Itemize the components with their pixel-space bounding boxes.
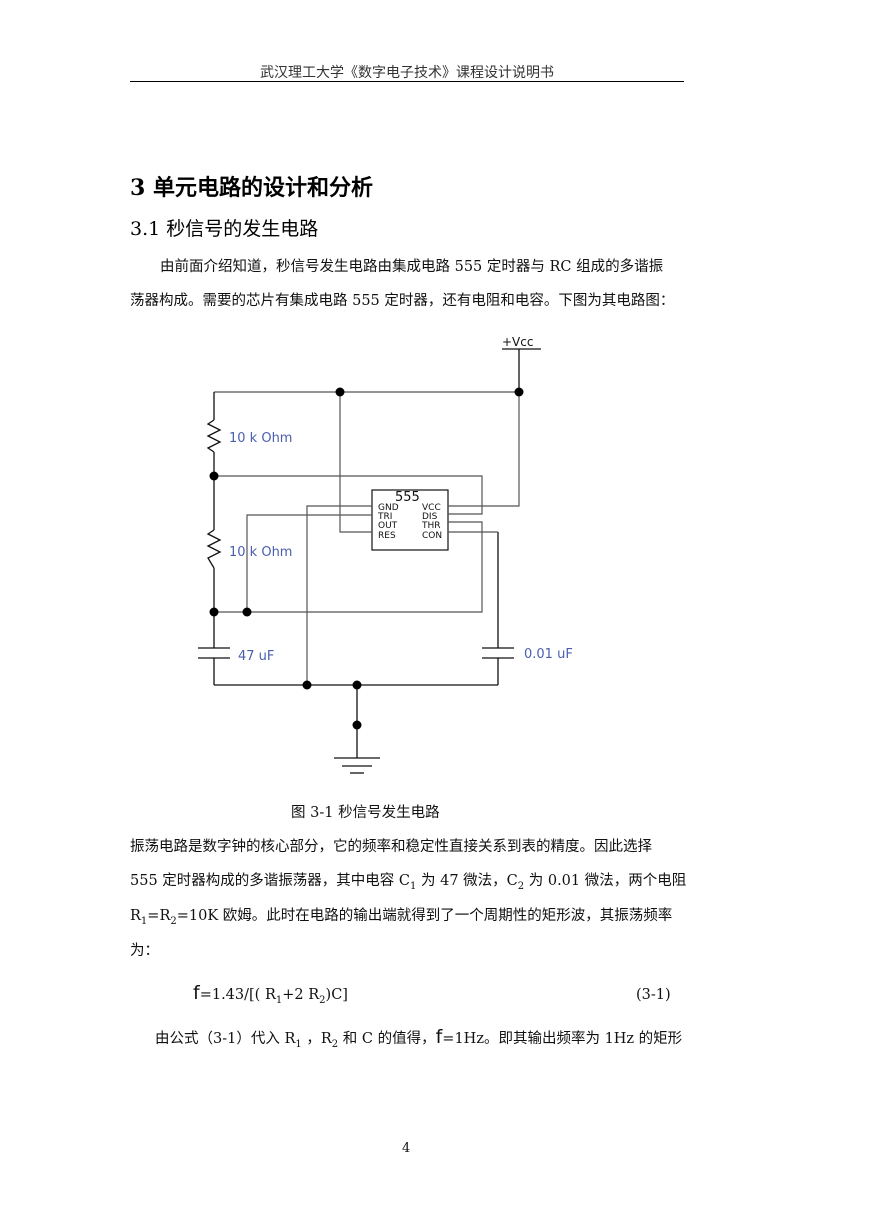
pin-dis: DIS	[422, 512, 438, 522]
junction-node	[209, 471, 219, 481]
junction-node	[242, 607, 252, 617]
pin-gnd: GND	[378, 503, 399, 513]
r2-label: 10 k Ohm	[229, 545, 292, 560]
pin-thr: THR	[421, 521, 441, 531]
chapter-heading: 3 单元电路的设计和分析	[130, 175, 373, 201]
pin-tri: TRI	[377, 512, 392, 522]
figure-caption: 图 3-1 秒信号发生电路	[291, 805, 440, 821]
gnd-wire	[306, 505, 372, 685]
pin-res: RES	[378, 531, 396, 541]
junction-node	[335, 387, 345, 397]
pin-out: OUT	[378, 521, 398, 531]
page-number: 4	[402, 1141, 411, 1156]
section-heading: 3.1 秒信号的发生电路	[130, 218, 319, 240]
header-rule	[130, 81, 684, 82]
intro-line-2: 荡器构成。需要的芯片有集成电路 555 定时器，还有电阻和电容。下图为其电路图：	[130, 293, 675, 309]
last-line: 由公式（3-1）代入 R1 ，R2 和 C 的值得，f=1Hz。即其输出频率为 …	[155, 1026, 683, 1050]
res-wire	[339, 392, 372, 533]
r1-label: 10 k Ohm	[229, 431, 292, 446]
formula-number: (3-1)	[636, 987, 671, 1003]
body-line-1: 振荡电路是数字钟的核心部分，它的频率和稳定性直接关系到表的精度。因此选择	[130, 839, 652, 855]
junction-node	[209, 607, 219, 617]
body-line-3: R1=R2=10K 欧姆。此时在电路的输出端就得到了一个周期性的矩形波，其振荡频…	[130, 908, 673, 927]
junction-node	[514, 387, 524, 397]
vcc-label: +Vcc	[502, 335, 533, 349]
tri-wire	[246, 514, 372, 612]
ic-555-label: 555	[395, 490, 420, 505]
resistor-r2	[206, 529, 222, 569]
dis-wire	[214, 475, 483, 515]
ic-555-body	[371, 489, 449, 551]
resistor-r1	[206, 419, 222, 453]
formula: f=1.43/[( R1+2 R2)C]	[193, 982, 348, 1006]
body-line-2: 555 定时器构成的多谐振荡器，其中电容 C1 为 47 微法，C2 为 0.0…	[130, 873, 687, 892]
junction-node	[302, 680, 312, 690]
pin-vcc: VCC	[422, 503, 441, 513]
vcc-wire	[448, 392, 520, 507]
c2-label: 0.01 uF	[524, 647, 573, 662]
intro-line-1: 由前面介绍知道，秒信号发生电路由集成电路 555 定时器与 RC 组成的多谐振	[160, 259, 664, 275]
body-line-4: 为：	[130, 943, 159, 959]
junction-node	[352, 680, 362, 690]
page-header: 武汉理工大学《数字电子技术》课程设计说明书	[260, 65, 554, 81]
junction-node	[352, 720, 362, 730]
thr-wire	[214, 521, 483, 613]
pin-con: CON	[422, 531, 442, 541]
c1-label: 47 uF	[238, 649, 274, 664]
circuit-diagram: +Vcc 10 k Ohm 10 k Ohm 47 uF 0.01 uF 555…	[198, 335, 573, 774]
